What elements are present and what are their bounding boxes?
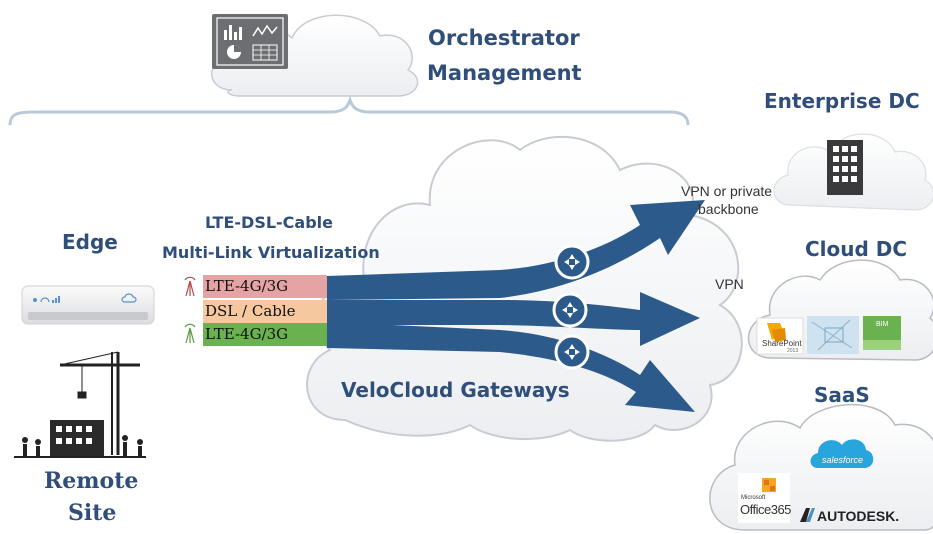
link-title-2: Multi-Link Virtualization	[162, 243, 380, 262]
bim-icon	[863, 316, 901, 350]
sharepoint-label: SharePoint	[762, 339, 802, 348]
management-label: Management	[427, 61, 582, 85]
gateway-node-icon	[554, 244, 590, 280]
office-microsoft-label: Microsoft	[741, 495, 766, 501]
orchestrator-label: Orchestrator	[428, 26, 580, 50]
office365-label: Office365	[740, 502, 791, 517]
building-icon	[827, 140, 863, 195]
blueprint-icon	[807, 316, 859, 354]
link-bar-lte-1	[203, 275, 327, 298]
remote-label: Remote	[44, 468, 139, 494]
bim-label: BIM	[876, 321, 889, 328]
site-label: Site	[68, 500, 117, 526]
salesforce-icon	[810, 439, 874, 468]
construction-icon	[14, 351, 146, 458]
link-dsl-label: DSL / Cable	[205, 302, 296, 320]
salesforce-label: salesforce	[822, 455, 864, 465]
backbone-label: backbone	[698, 201, 759, 217]
vpn-private-label: VPN or private	[681, 183, 773, 199]
traffic-arrows	[327, 200, 705, 412]
gateways-label: VeloCloud Gateways	[341, 378, 570, 402]
sharepoint-icon	[756, 317, 804, 355]
antenna-icon-green	[184, 323, 196, 344]
link-lte-2-label: LTE-4G/3G	[205, 325, 289, 343]
edge-device	[21, 285, 155, 325]
enterprise-dc-label: Enterprise DC	[764, 89, 920, 113]
link-bar-dsl	[203, 300, 327, 323]
antenna-icon-red	[184, 276, 196, 297]
link-title-1: LTE-DSL-Cable	[205, 213, 333, 232]
link-lte-1-label: LTE-4G/3G	[205, 277, 289, 295]
gateway-node-icon	[552, 292, 588, 328]
office365-icon	[738, 473, 790, 523]
autodesk-icon	[800, 508, 815, 522]
link-bar-lte-2	[203, 323, 327, 346]
management-brace	[8, 95, 690, 126]
autodesk-label: AUTODESK.	[817, 508, 900, 524]
cloud-dc-label: Cloud DC	[805, 237, 908, 261]
vpn-label: VPN	[715, 276, 744, 292]
gateway-node-icon	[554, 334, 590, 370]
sharepoint-year-label: 2013	[787, 348, 799, 354]
saas-label: SaaS	[814, 383, 870, 407]
dashboard-icon	[212, 14, 288, 69]
edge-label: Edge	[62, 230, 118, 254]
